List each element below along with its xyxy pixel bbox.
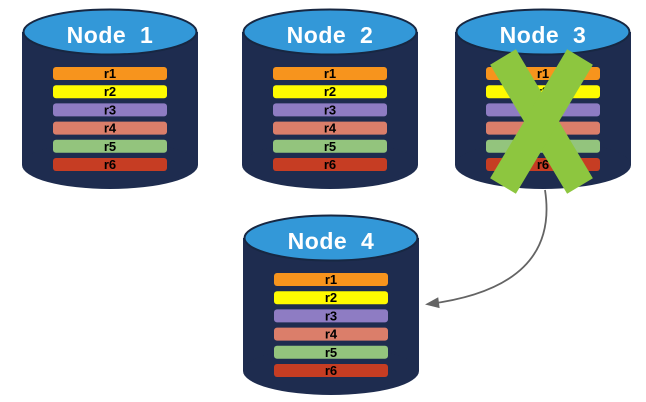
failure-x-stroke (490, 49, 593, 194)
replica-label: r1 (324, 66, 336, 81)
replica-label: r2 (324, 84, 336, 99)
replica-bar-r4 (274, 327, 388, 341)
replica-label: r5 (325, 345, 337, 360)
node-label: Node 2 (287, 22, 374, 48)
replica-bar-r2 (53, 85, 167, 99)
replica-bar-r1 (273, 67, 387, 80)
replica-label: r1 (537, 66, 549, 81)
replica-bar-r2 (274, 291, 388, 305)
replica-bar-r3 (53, 103, 167, 117)
replica-bar-r2 (273, 85, 387, 99)
replica-bar-r1 (274, 273, 388, 286)
cylinder-top (243, 214, 419, 262)
replica-label: r2 (325, 290, 337, 305)
replica-label: r6 (537, 157, 549, 172)
replica-label: r6 (104, 157, 116, 172)
node-label: Node 3 (500, 22, 587, 48)
node-label: Node 1 (67, 22, 154, 48)
replica-label: r6 (325, 363, 337, 378)
replica-bar-r6 (274, 364, 388, 377)
node-4: Node 4 r1 r2 r3 r4 r5 r6 (243, 214, 419, 395)
replica-bar-r3 (274, 309, 388, 323)
node-1: Node 1 r1 r2 r3 r4 r5 r6 (22, 8, 198, 189)
failover-arrow (428, 189, 548, 305)
replica-label: r5 (324, 139, 336, 154)
replica-label: r4 (104, 121, 117, 136)
replica-label: r3 (104, 102, 116, 117)
replica-label: r3 (325, 308, 337, 323)
overlay-layer (425, 49, 593, 309)
replica-label: r1 (325, 272, 337, 287)
replica-bar-r5 (274, 345, 388, 359)
cylinder-top (22, 8, 198, 56)
replica-bar-r5 (273, 139, 387, 153)
replica-label: r1 (104, 66, 116, 81)
replica-label: r4 (324, 121, 337, 136)
replica-bar-r5 (53, 139, 167, 153)
node-label: Node 4 (288, 228, 375, 254)
replica-bar-r4 (273, 121, 387, 135)
replica-label: r6 (324, 157, 336, 172)
replica-label: r4 (325, 327, 338, 342)
failure-x-icon (490, 49, 593, 194)
replica-bar-r3 (273, 103, 387, 117)
replica-bar-r6 (273, 158, 387, 171)
cylinder-top (455, 8, 631, 56)
replica-bar-r4 (53, 121, 167, 135)
replica-label: r5 (104, 139, 116, 154)
replica-bar-r1 (53, 67, 167, 80)
replica-label: r2 (104, 84, 116, 99)
replica-bar-r6 (53, 158, 167, 171)
node-2: Node 2 r1 r2 r3 r4 r5 r6 (242, 8, 418, 189)
replica-label: r3 (324, 102, 336, 117)
failover-arrowhead (425, 297, 440, 309)
cylinder-top (242, 8, 418, 56)
